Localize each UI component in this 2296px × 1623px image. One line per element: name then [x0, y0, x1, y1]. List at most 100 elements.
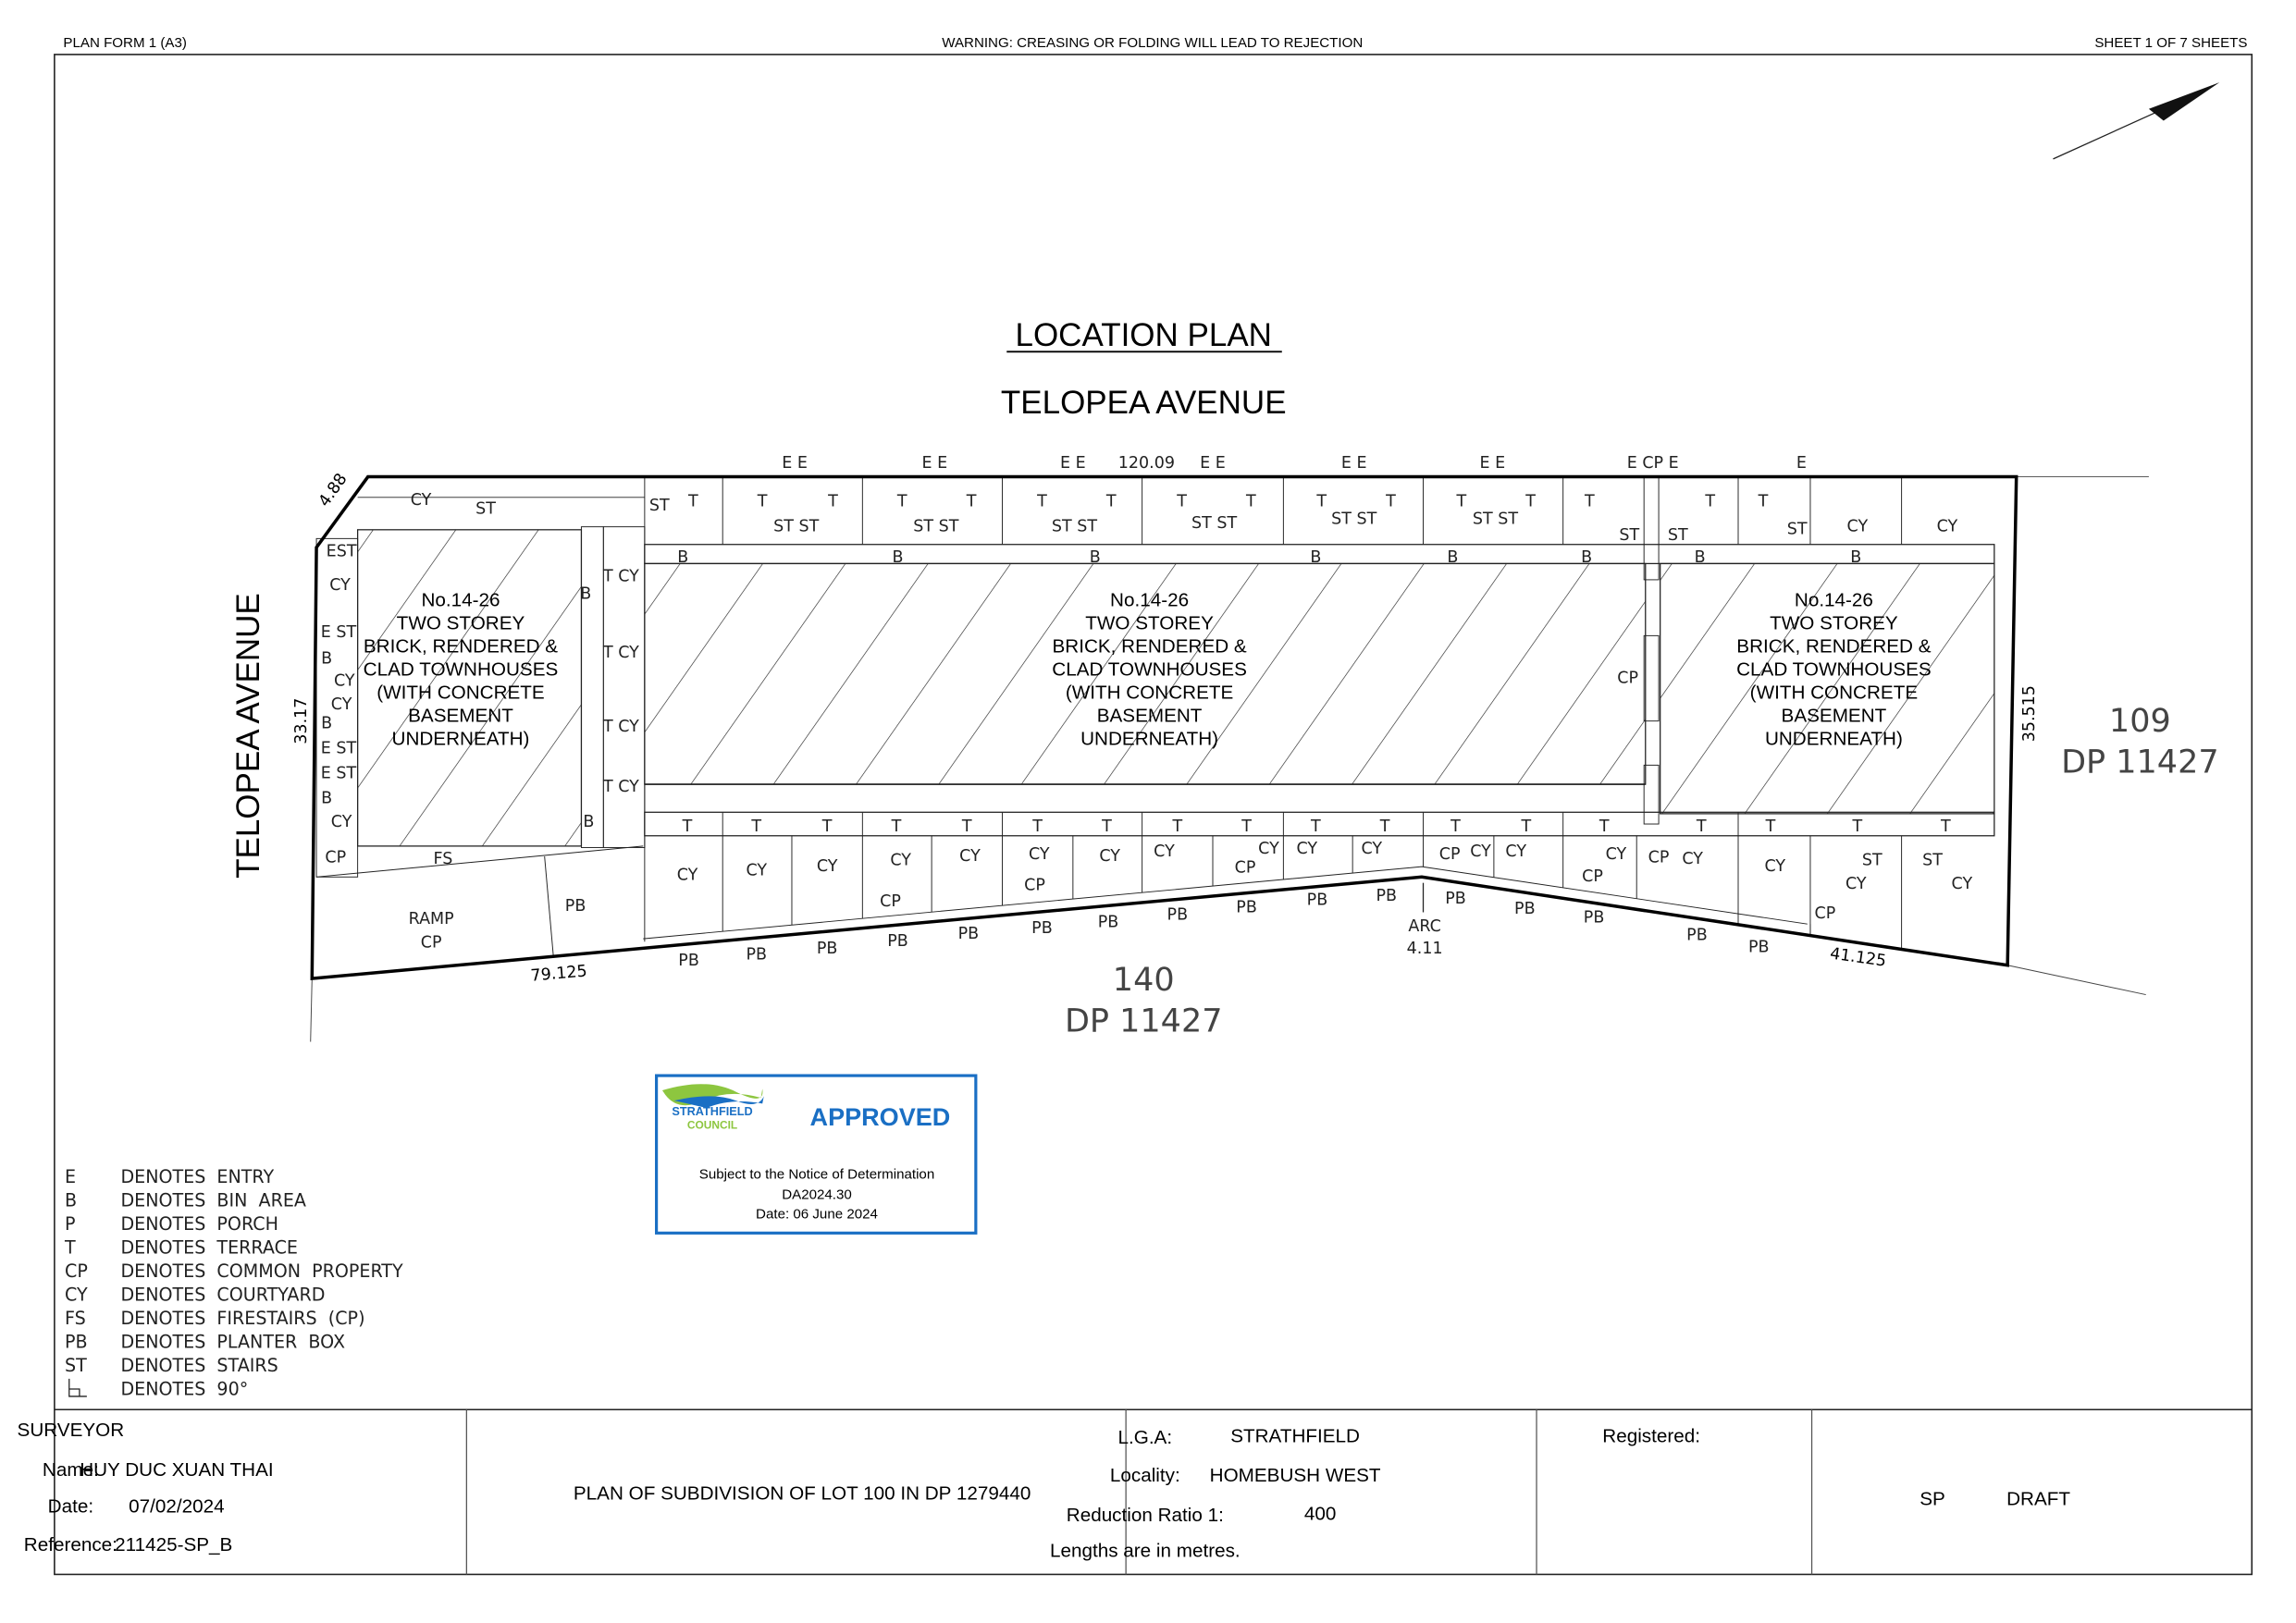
- north-arrow-icon: [2053, 82, 2220, 160]
- plan-area-label: ST: [475, 499, 496, 518]
- legend-description: DENOTES PLANTER BOX: [120, 1331, 345, 1352]
- plan-area-label: CY: [1470, 842, 1491, 861]
- plan-area-label: E ST: [321, 740, 357, 758]
- plan-area-label: PB: [1098, 913, 1119, 931]
- plan-area-label: T CY: [602, 718, 639, 736]
- plan-area-label: E CP E: [1627, 454, 1679, 473]
- dimension-bottom-right: 41.125: [1829, 944, 1887, 970]
- plan-area-label: B: [321, 715, 332, 733]
- plan-area-label: T: [1852, 818, 1863, 836]
- building-description-line: CLAD TOWNHOUSES: [364, 658, 559, 680]
- plan-area-label: CP: [325, 848, 346, 867]
- legend-description: DENOTES PORCH: [120, 1213, 278, 1235]
- building-description-line: No.14-26: [421, 590, 500, 611]
- plan-area-label: EST: [327, 542, 357, 560]
- legend-code: CY: [65, 1285, 88, 1306]
- plan-area-label: CP: [1814, 904, 1835, 923]
- building-description-line: UNDERNEATH): [1765, 728, 1903, 749]
- plan-area-label: T: [1105, 492, 1117, 510]
- plan-area-label: PB: [678, 952, 699, 970]
- plan-area-label: PB: [817, 940, 838, 958]
- plan-area-label: B: [893, 548, 904, 567]
- building-right: [1660, 562, 1995, 815]
- plan-area-label: PB: [565, 897, 586, 916]
- adjoining-dp-bottom: DP 11427: [1065, 1002, 1223, 1039]
- adjoining-lot-right: 109: [2109, 703, 2171, 740]
- building-description-line: (WITH CONCRETE: [1750, 682, 1918, 703]
- plan-area-label: T: [961, 818, 972, 836]
- plan-area-label: CP: [1024, 877, 1045, 895]
- dimension-bottom-left: 79.125: [530, 962, 588, 985]
- plan-area-label: CY: [1029, 845, 1050, 864]
- plan-area-label: E E: [1479, 454, 1505, 473]
- sheet-frame: [54, 54, 2253, 1576]
- plan-area-label: T: [966, 492, 977, 510]
- surveyor-heading: SURVEYOR: [18, 1420, 125, 1441]
- dimension-right: 35.515: [2020, 685, 2039, 742]
- plan-area-label: E E: [1200, 454, 1226, 473]
- plan-area-label: PB: [1307, 891, 1328, 910]
- plan-area-label: CY: [1099, 847, 1120, 866]
- plan-form-label: PLAN FORM 1 (A3): [63, 35, 187, 51]
- stamp-line-3: Date: 06 June 2024: [756, 1206, 878, 1222]
- plan-area-label: CY: [1764, 857, 1785, 876]
- stamp-line-2: DA2024.30: [782, 1187, 852, 1203]
- building-description-line: BRICK, RENDERED &: [1052, 636, 1246, 658]
- legend-code: E: [65, 1166, 76, 1187]
- plan-area-label: CY: [1606, 845, 1627, 864]
- plan-area-label: PB: [1236, 898, 1257, 916]
- building-description-line: (WITH CONCRETE: [376, 682, 544, 703]
- plan-area-label: T: [1241, 818, 1252, 836]
- plan-area-label: PB: [1167, 905, 1189, 924]
- building-description-line: TWO STOREY: [397, 613, 525, 634]
- plan-area-label: CP: [421, 934, 442, 953]
- ratio-label: Reduction Ratio 1:: [1067, 1505, 1224, 1526]
- plan-area-label: ST ST: [1331, 510, 1376, 528]
- strathfield-council-logo: STRATHFIELD COUNCIL: [661, 1084, 764, 1131]
- plan-area-label: CP: [1617, 669, 1638, 687]
- dimension-left: 33.17: [292, 698, 311, 744]
- plan-area-label: PB: [1748, 938, 1770, 956]
- street-name-top: TELOPEA AVENUE: [1001, 385, 1287, 421]
- plan-area-label: T: [687, 492, 698, 510]
- plan-area-label: T: [1940, 818, 1951, 836]
- legend-code: PB: [65, 1331, 88, 1352]
- plan-area-label: T: [1171, 818, 1182, 836]
- plan-area-label: ST: [1922, 852, 1943, 870]
- adjoining-dp-right: DP 11427: [2061, 744, 2219, 781]
- plan-area-label: ST ST: [1473, 510, 1518, 528]
- plan-area-label: CP: [1439, 845, 1461, 864]
- plan-area-label: PB: [958, 925, 980, 943]
- plan-area-label: PB: [1514, 900, 1536, 918]
- legend-description: DENOTES TERRACE: [120, 1237, 298, 1259]
- plan-area-label: T CY: [602, 778, 639, 796]
- street-name-side: TELOPEA AVENUE: [230, 593, 266, 879]
- plan-area-label: CY: [890, 852, 911, 870]
- plan-area-label: T: [1101, 818, 1112, 836]
- plan-area-label: T: [1696, 818, 1707, 836]
- building-description-line: CLAD TOWNHOUSES: [1736, 658, 1932, 680]
- plan-area-label: T: [1031, 818, 1043, 836]
- plan-area-label: T: [1310, 818, 1321, 836]
- reference-value: 211425-SP_B: [115, 1534, 232, 1555]
- plan-area-label: T: [891, 818, 902, 836]
- plan-area-label: B: [1310, 548, 1321, 567]
- plan-area-label: E ST: [321, 623, 357, 642]
- building-description-line: TWO STOREY: [1085, 613, 1214, 634]
- plan-area-label: T: [757, 492, 768, 510]
- plan-area-label: E ST: [321, 765, 357, 783]
- plan-area-label: 4.11: [1407, 940, 1443, 958]
- plan-area-label: T: [821, 818, 833, 836]
- plan-area-label: B: [1090, 548, 1101, 567]
- plan-area-label: CY: [817, 857, 838, 876]
- plan-area-label: B: [321, 650, 332, 669]
- building-description-line: No.14-26: [1110, 590, 1189, 611]
- registered-label: Registered:: [1602, 1425, 1700, 1446]
- building-left: [356, 529, 583, 847]
- reference-label: Reference:: [24, 1534, 117, 1555]
- plan-area-label: RAMP: [409, 910, 454, 928]
- date-label: Date:: [48, 1496, 93, 1518]
- plan-area-label: T: [1176, 492, 1187, 510]
- building-description-line: BASEMENT: [1782, 705, 1887, 726]
- plan-area-label: CP: [880, 892, 901, 911]
